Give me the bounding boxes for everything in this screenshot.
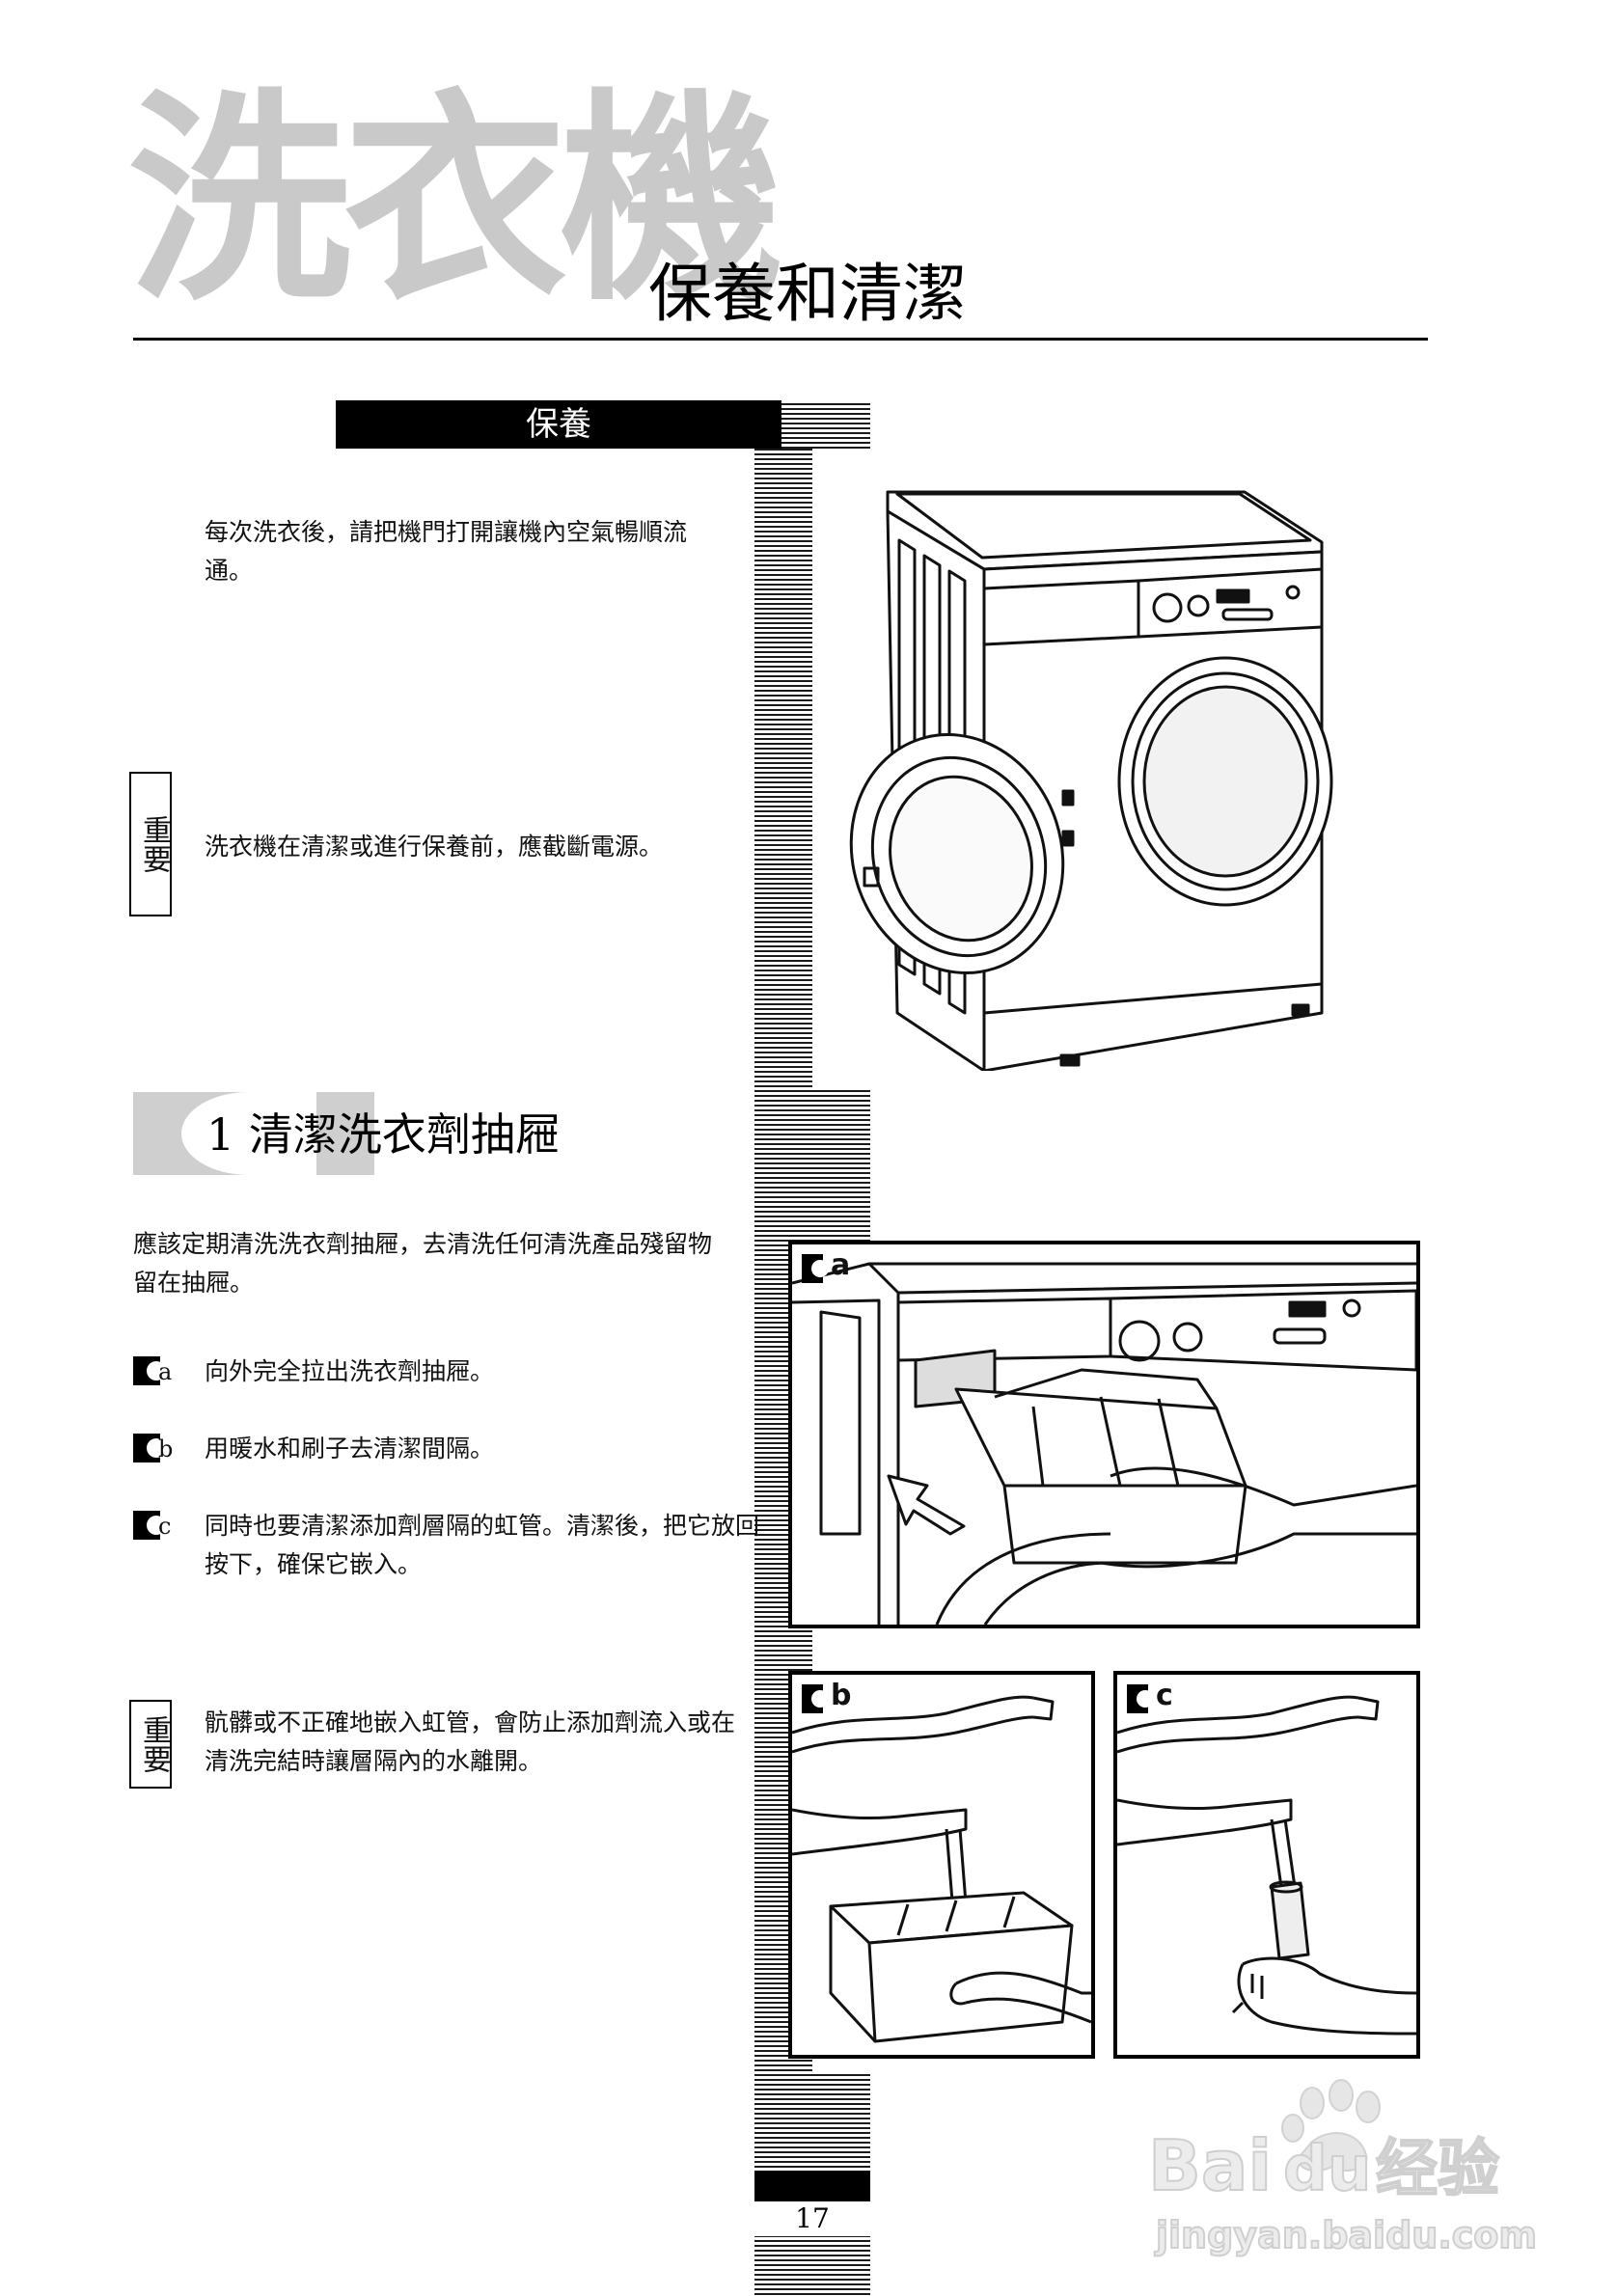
important-badge: 重要	[129, 1700, 172, 1789]
figure-label: b	[802, 1679, 851, 1713]
step-marker-icon	[133, 1511, 166, 1540]
maintenance-text: 每次洗衣後，請把機門打開讓機內空氣暢順流通。	[205, 518, 688, 585]
figure-marker-icon	[802, 1254, 829, 1283]
important-note-power: 洗衣機在清潔或進行保養前，應截斷電源。	[205, 833, 664, 861]
page-number: 17	[754, 2201, 870, 2236]
drawer-pull-illustration	[792, 1262, 1416, 1625]
figure-label: c	[1127, 1679, 1173, 1713]
step-item: a 向外完全拉出洗衣劑抽屜。	[133, 1353, 751, 1391]
step-text: 向外完全拉出洗衣劑抽屜。	[205, 1357, 495, 1385]
stripe-decoration-low	[812, 2074, 870, 2175]
section-heading: 1 清潔洗衣劑抽屜	[206, 1108, 560, 1161]
section-heading-curve	[181, 1092, 316, 1175]
figure-marker-icon	[802, 1684, 829, 1713]
figure-letter: a	[831, 1248, 851, 1282]
step-marker-icon	[133, 1434, 166, 1462]
drawer-cleaning-intro: 應該定期清洗洗衣劑抽屜，去清洗任何清洗產品殘留物留在抽屜。	[133, 1230, 713, 1297]
important-badge: 重要	[129, 772, 172, 916]
siphon-wash-illustration	[1117, 1695, 1416, 2036]
watermark-url: jingyan.baidu.com	[1154, 2214, 1537, 2256]
step-letter: c	[158, 1513, 172, 1540]
watermark-brand: Bai	[1148, 2125, 1272, 2206]
figure-marker-icon	[1127, 1684, 1154, 1713]
step-text: 同時也要清潔添加劑層隔的虹管。清潔後，把它放回按下，確保它嵌入。	[205, 1512, 760, 1578]
maintenance-section-bar: 保養	[336, 400, 781, 449]
figure-c-clean-siphon: c	[1113, 1671, 1420, 2059]
step-item: c 同時也要清潔添加劑層隔的虹管。清潔後，把它放回按下，確保它嵌入。	[133, 1507, 759, 1584]
figure-letter: b	[831, 1679, 852, 1712]
watermark-brand-du: du	[1283, 2134, 1371, 2205]
drawer-wash-illustration	[792, 1695, 1091, 2043]
watermark-service: 经验	[1376, 2134, 1499, 2205]
step-item: b 用暖水和刷子去清潔間隔。	[133, 1430, 751, 1468]
important-note-siphon: 骯髒或不正確地嵌入虹管，會防止添加劑流入或在清洗完結時讓層隔內的水離開。	[205, 1708, 736, 1775]
stripe-decoration-mid	[812, 1090, 870, 1249]
stripe-decoration-top	[781, 403, 870, 451]
figure-a-pull-drawer: a	[788, 1241, 1420, 1628]
figure-label: a	[802, 1248, 850, 1283]
chapter-title: 洗衣機	[127, 70, 783, 331]
baidu-watermark: Bai du 经验 jingyan.baidu.com	[1148, 2079, 1538, 2257]
chapter-subtitle: 保養和清潔	[648, 257, 967, 331]
step-marker-icon	[133, 1356, 166, 1385]
washing-machine-illustration	[849, 490, 1333, 1071]
page-number-bar	[754, 2171, 870, 2203]
step-text: 用暖水和刷子去清潔間隔。	[205, 1435, 495, 1462]
header-rule	[133, 338, 1428, 341]
figure-b-clean-compartments: b	[788, 1671, 1095, 2059]
step-letter: b	[158, 1435, 174, 1462]
figure-letter: c	[1156, 1679, 1173, 1712]
step-letter: a	[158, 1358, 173, 1385]
